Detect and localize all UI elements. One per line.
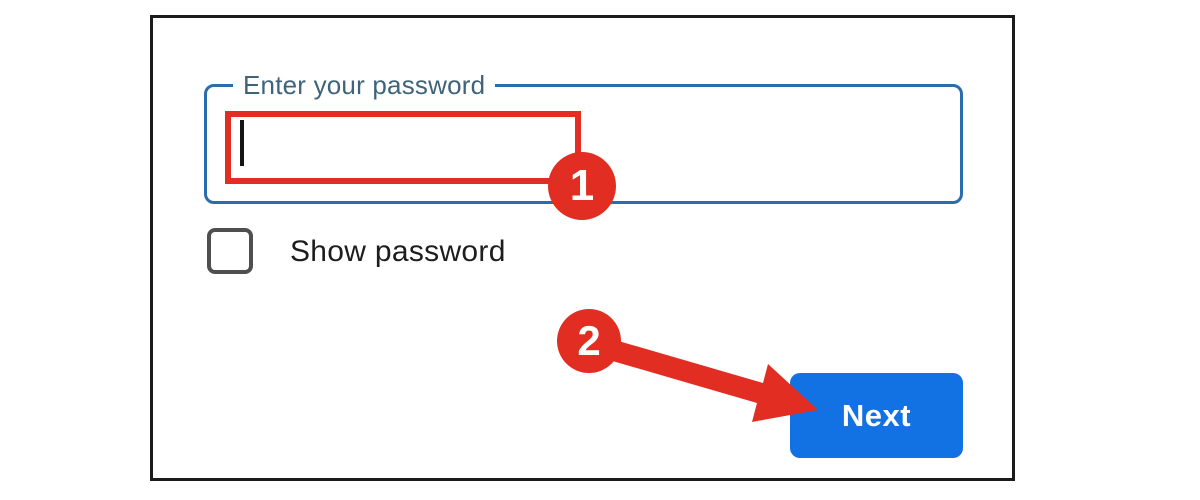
- show-password-checkbox[interactable]: [207, 228, 253, 274]
- annotation-highlight-box: [225, 111, 581, 184]
- annotation-step-2-badge: 2: [557, 309, 621, 373]
- show-password-label: Show password: [290, 235, 506, 268]
- password-field-label: Enter your password: [233, 70, 496, 101]
- annotation-step-1-badge: 1: [548, 152, 616, 220]
- text-cursor: [240, 120, 244, 166]
- next-button[interactable]: Next: [790, 373, 963, 458]
